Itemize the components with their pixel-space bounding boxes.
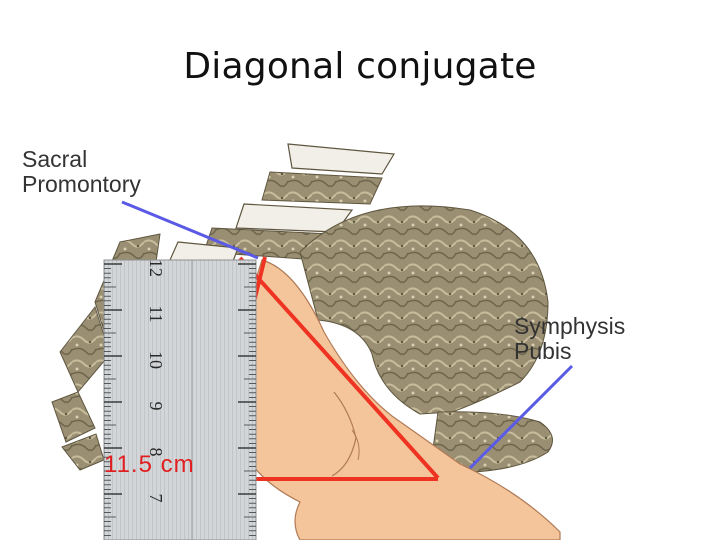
symphysis-pubis-label: Symphysis Pubis xyxy=(514,315,625,365)
sacral-promontory-label: Sacral Promontory xyxy=(22,148,141,198)
sacral-label-line1: Sacral xyxy=(22,148,141,171)
ruler-number: 11 xyxy=(146,305,166,322)
ruler-number: 9 xyxy=(146,402,166,411)
ruler-number: 7 xyxy=(146,494,166,503)
symphysis-label-line1: Symphysis xyxy=(514,315,625,338)
ruler-number: 10 xyxy=(146,351,166,369)
sacral-label-line2: Promontory xyxy=(22,173,141,196)
measurement-label: 11.5 cm xyxy=(104,451,195,479)
slide-title: Diagonal conjugate xyxy=(0,46,720,87)
ruler-number: 12 xyxy=(146,259,166,277)
symphysis-label-line2: Pubis xyxy=(514,340,625,363)
